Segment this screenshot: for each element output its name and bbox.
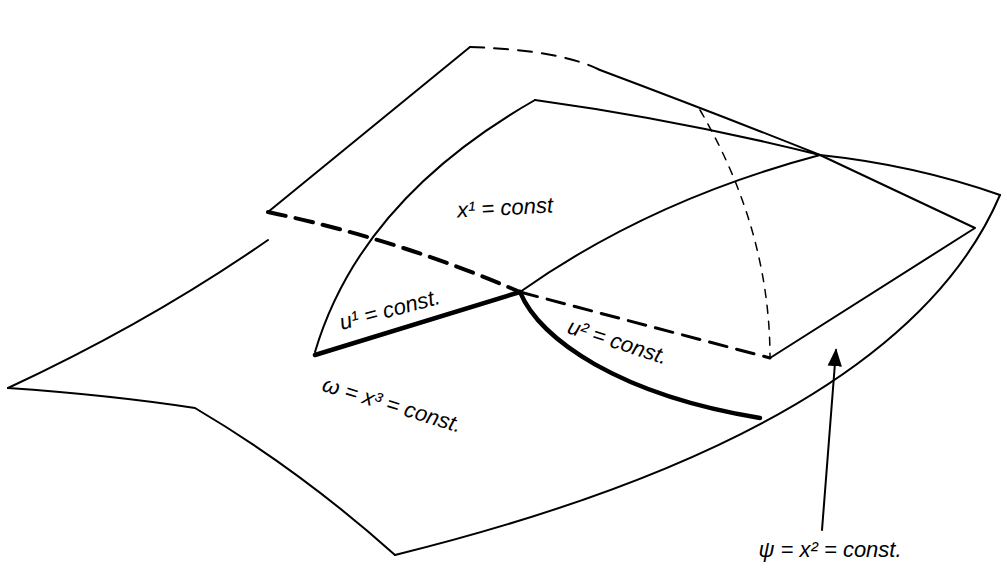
- hidden-line: [700, 110, 770, 358]
- surface-label: ω = x³ = const.: [316, 371, 467, 439]
- psi-surface-edge: [268, 47, 470, 212]
- omega-surface-edge: [8, 240, 268, 388]
- psi-hidden-edge: [268, 212, 520, 292]
- omega-surface-edge: [820, 155, 1000, 195]
- psi-surface-edge: [470, 47, 600, 70]
- x1-surface-edge: [315, 100, 535, 352]
- x1-surface-edge: [520, 155, 820, 292]
- omega-surface-edge: [8, 388, 395, 555]
- surface-label: u¹ = const.: [334, 284, 446, 337]
- omega-surface-edge: [395, 195, 1000, 555]
- surface-label: x¹ = const: [453, 193, 556, 224]
- surface-label: ψ = x² = const.: [755, 537, 904, 562]
- pointer-arrow: [822, 350, 836, 530]
- x1-surface-edge: [535, 100, 820, 155]
- surface-label: u² = const.: [562, 313, 674, 371]
- u2-curve: [520, 292, 760, 418]
